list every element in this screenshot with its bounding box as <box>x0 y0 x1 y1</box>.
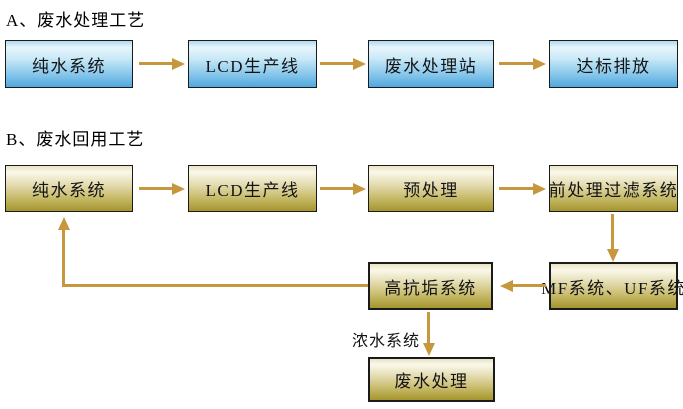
arrow-b-prefilter-to-mf-uf <box>611 214 614 249</box>
flow-b-box-pretreatment: 预处理 <box>368 165 494 212</box>
section-a-title: A、废水处理工艺 <box>6 11 146 30</box>
flow-a-box-pure-water-system: 纯水系统 <box>5 40 133 88</box>
concentrate-water-system-label: 浓水系统 <box>352 333 421 350</box>
flow-b-box-mf-uf-system: MF系统、UF系统 <box>541 262 683 310</box>
arrow-b-pure-water-to-lcd <box>139 187 172 190</box>
arrow-b-feedback-horizontal-segment <box>63 284 368 287</box>
arrow-a-station-to-discharge <box>499 62 533 65</box>
flow-a-box-lcd-production-line: LCD生产线 <box>188 40 317 88</box>
arrow-b-lcd-to-pretreatment <box>320 187 353 190</box>
arrow-a-lcd-to-treatment-station <box>320 62 353 65</box>
flow-b-box-lcd-production-line: LCD生产线 <box>188 165 317 212</box>
flow-a-box-standard-discharge: 达标排放 <box>549 40 678 88</box>
arrow-b-mf-uf-to-antiscaling <box>513 284 546 287</box>
arrow-b-antiscaling-to-wastewater-treatment <box>427 312 430 343</box>
flow-b-box-prefilter-system: 前处理过滤系统 <box>549 165 678 212</box>
flow-b-box-antiscaling-system: 高抗垢系统 <box>368 262 493 310</box>
flow-a-box-wastewater-treatment-station: 废水处理站 <box>368 40 494 88</box>
flow-b-box-wastewater-treatment: 废水处理 <box>368 357 495 402</box>
arrow-a-pure-water-to-lcd <box>139 62 172 65</box>
arrow-b-pretreatment-to-prefilter <box>499 187 533 190</box>
section-b-title: B、废水回用工艺 <box>6 130 145 149</box>
arrow-b-feedback-to-pure-water <box>62 230 65 287</box>
flow-b-box-pure-water-system: 纯水系统 <box>5 165 133 212</box>
